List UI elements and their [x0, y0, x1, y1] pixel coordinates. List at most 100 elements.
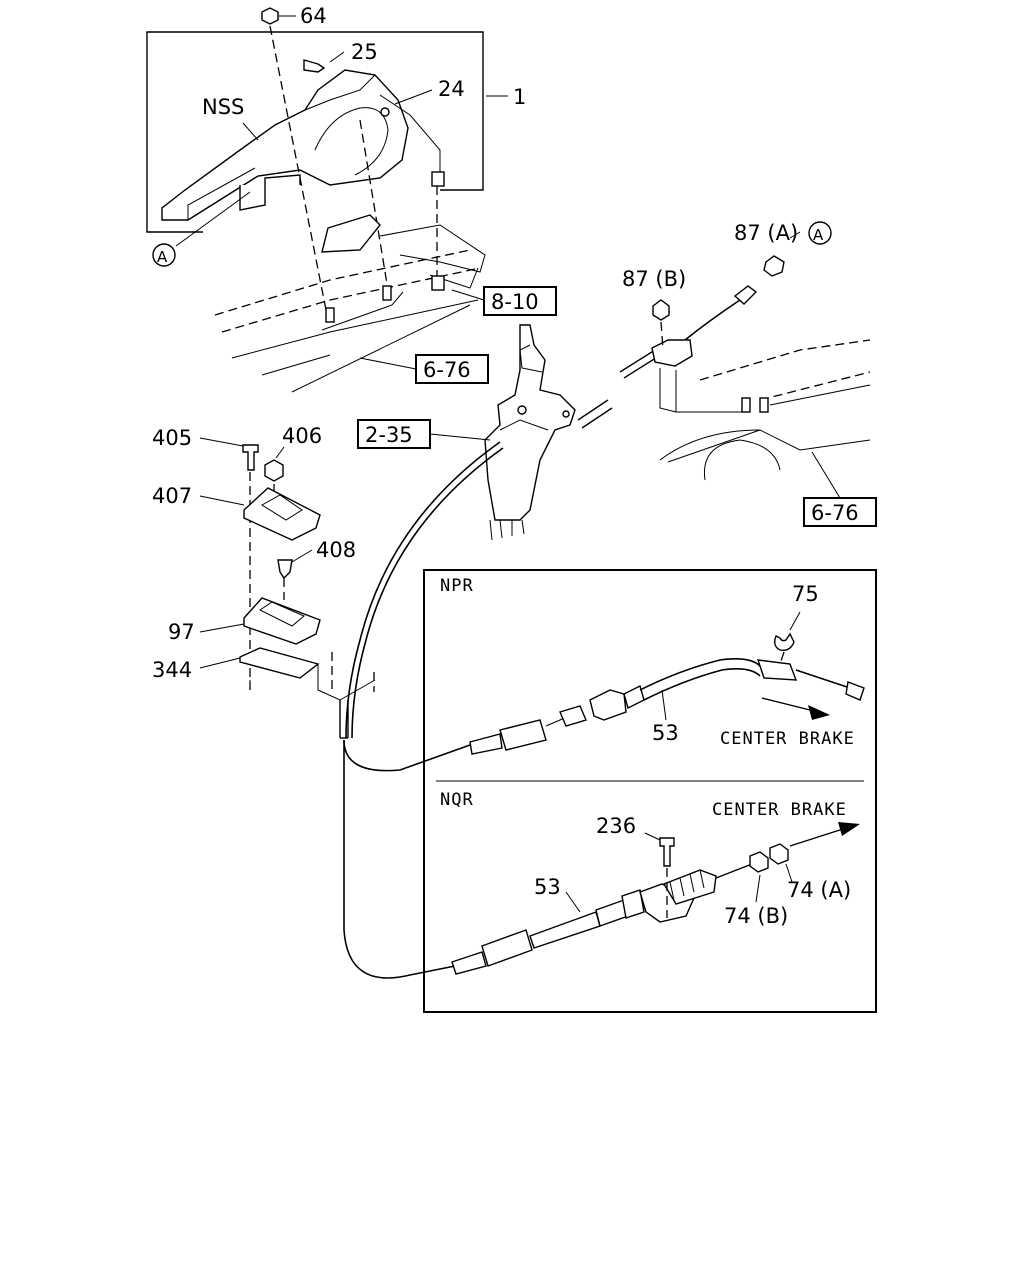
plate-stack [239, 444, 376, 701]
leader-53-npr [661, 689, 667, 721]
leader-406 [275, 446, 285, 459]
switch-connector [431, 171, 445, 187]
console-cover-top-edge [304, 74, 376, 111]
npr-arrow-line [761, 697, 819, 713]
npr-cable-boot [589, 689, 627, 721]
label-64: 64 [300, 4, 327, 28]
axis-25 [359, 119, 389, 291]
label-87b: 87 (B) [622, 267, 686, 291]
lever-bracket-body [484, 324, 576, 521]
axis-87b [660, 321, 664, 351]
npr-cable-53 [469, 632, 865, 755]
leader-24 [394, 89, 433, 105]
leader-6-76-top [359, 357, 417, 370]
leader-236 [644, 832, 661, 841]
npr-cable-run [639, 658, 761, 691]
mount-studs [331, 652, 375, 692]
variant-box [423, 569, 877, 1013]
clip-75-icon [773, 632, 795, 652]
screw-25-icon [303, 59, 326, 73]
label-8-10: 8-10 [491, 290, 539, 314]
npr-cable-eye [845, 681, 865, 701]
floor-edge-2 [221, 267, 481, 333]
npr-cable-end [469, 733, 503, 755]
leader-344 [199, 657, 241, 669]
front-rod [619, 349, 656, 373]
lever-bracket-fold [499, 419, 549, 431]
floor-panel-top [214, 214, 486, 393]
leader-25 [329, 51, 345, 63]
console-cover-tab [239, 174, 301, 211]
frame-rail-dash-1 [699, 339, 871, 381]
console-cover [161, 69, 409, 221]
leader-74a [785, 863, 793, 883]
label-97: 97 [168, 620, 195, 644]
cover-assembly-frame [146, 31, 484, 233]
nqr-cable-boot-ribs [669, 869, 705, 901]
lever-pin [562, 410, 570, 418]
frame-stud-2 [759, 397, 769, 413]
nqr-cable-53 [451, 837, 789, 975]
plate-97-slot [259, 601, 305, 627]
label-circle-a-right: A [813, 226, 824, 244]
floor-edge-5 [261, 354, 331, 376]
label-236: 236 [596, 814, 636, 838]
bracket-projection [659, 368, 743, 413]
frame-arch [703, 439, 781, 481]
clip-408-icon [277, 559, 293, 580]
cable-to-npr [343, 739, 471, 772]
equalizer-bracket [651, 339, 693, 367]
label-2-35: 2-35 [365, 423, 413, 447]
axis-64 [269, 25, 329, 321]
lever-bracket [321, 214, 381, 253]
pad-344 [239, 647, 320, 679]
label-87a: 87 (A) [734, 221, 798, 245]
label-407: 407 [152, 484, 192, 508]
nqr-cable-boot [662, 869, 717, 905]
ref-box-8-10 [483, 286, 557, 316]
leader-6-76-right [811, 451, 841, 499]
label-25: 25 [351, 40, 378, 64]
stud-right [382, 285, 392, 301]
floor-connector [431, 275, 445, 291]
switch-24 [380, 107, 390, 117]
main-cable-inner [351, 447, 504, 739]
rod-left-2 [581, 407, 613, 429]
label-53-nqr: 53 [534, 875, 561, 899]
label-405: 405 [152, 426, 192, 450]
label-nss: NSS [202, 95, 244, 119]
floor-edge-3 [231, 299, 479, 359]
cover-assembly-group [146, 31, 484, 233]
label-circle-a-left: A [157, 248, 168, 266]
label-75: 75 [792, 582, 819, 606]
leader-407 [199, 495, 245, 506]
label-74b: 74 (B) [724, 904, 788, 928]
leader-75 [789, 611, 801, 631]
leader-74b [755, 874, 761, 903]
circle-a-left-icon [152, 243, 176, 267]
frame-rail-3 [667, 429, 761, 463]
label-406: 406 [282, 424, 322, 448]
nqr-cable-ring [621, 889, 645, 919]
nut-406-icon [264, 459, 284, 482]
lever-pivot [517, 405, 527, 415]
lever-base [379, 224, 486, 273]
nut-74b-icon [749, 851, 769, 873]
cable-to-nqr [343, 740, 461, 979]
nqr-cable-rod [715, 863, 753, 879]
leader-97 [199, 623, 245, 633]
label-344: 344 [152, 658, 192, 682]
leader-8-10 [451, 289, 485, 301]
leader-408 [291, 549, 313, 563]
leader-circle-a-left [175, 191, 251, 247]
nqr-arrow-head [838, 822, 860, 836]
nut-87b-icon [652, 299, 670, 321]
nqr-cable-end [451, 951, 487, 975]
nqr-arrow-line [789, 827, 847, 847]
front-rod-2 [623, 355, 660, 379]
npr-title: NPR [440, 576, 474, 596]
frame-stud [741, 397, 751, 413]
npr-cable-run-2 [643, 668, 761, 701]
label-6-76-top: 6-76 [423, 358, 471, 382]
